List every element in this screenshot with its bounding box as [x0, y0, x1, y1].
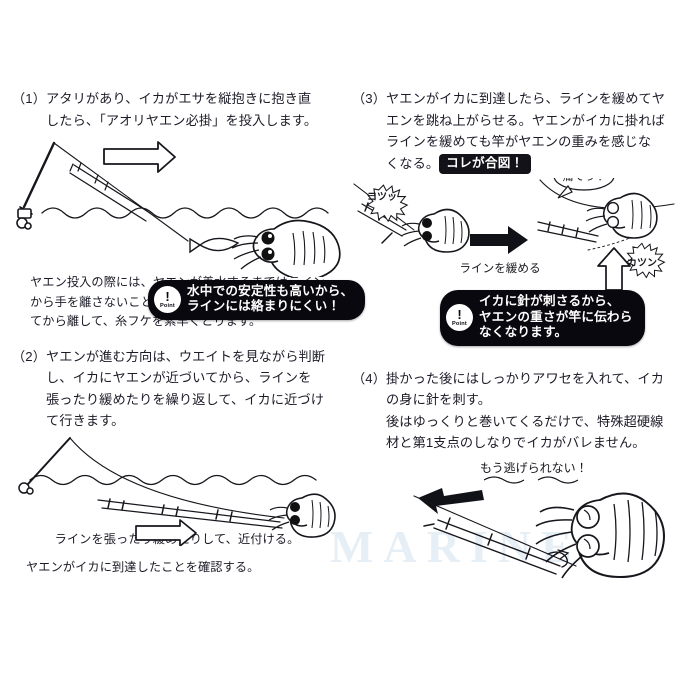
- point-callout-step-3: ! Point イカに針が刺さるから、 ヤエンの重さが竿に伝わら なくなります。: [440, 290, 645, 346]
- step-3-line-2: エンを跳ね上がらせる。ヤエンがイカに掛れば: [386, 112, 665, 128]
- point-badge-icon-2: ! Point: [446, 303, 473, 331]
- step-2-line-2: し、イカにヤエンが近づいてから、ラインを: [46, 370, 312, 385]
- arrow-hollow-up: [597, 247, 631, 291]
- section-step-2: （2） ヤエンが進む方向は、ウエイトを見ながら判断 し、イカにヤエンが近づいてか…: [12, 279, 366, 578]
- step-4-text: 掛かった後にはしっかりアワセを入れて、イカ の身に針を刺す。 後はゆっくりと巻い…: [386, 368, 682, 454]
- point-badge-icon: ! Point: [154, 285, 181, 313]
- step-3-line-1: ヤエンがイカに到達したら、ラインを緩めてヤ: [386, 91, 666, 106]
- point-badge-word: Point: [160, 302, 175, 309]
- step-2-line-4: て行きます。: [46, 413, 125, 428]
- left-column: （1） アタリがあり、イカがエサを縦抱きに抱き直 したら、「アオリヤエン必掛」を…: [12, 88, 366, 578]
- burst-katsun: カツン: [625, 242, 666, 279]
- right-column: （3） ヤエンがイカに到達したら、ラインを緩めてヤ エンを跳ね上がらせる。ヤエン…: [352, 88, 682, 592]
- arrow-solid-left: [418, 487, 484, 514]
- svg-text:もう逃げられない！: もう逃げられない！: [480, 462, 588, 475]
- step-1-number: （1）: [12, 91, 47, 106]
- step-1-text: アタリがあり、イカがエサを縦抱きに抱き直 したら、「アオリヤエン必掛」を投入しま…: [46, 88, 342, 131]
- squid-right: [585, 192, 658, 239]
- point-badge-word-2: Point: [452, 320, 467, 327]
- step-4-number: （4）: [352, 370, 387, 386]
- speech-bubble-itate: 痛てっ！: [553, 161, 615, 199]
- squid-figure: [231, 219, 341, 281]
- burst-kotsu: コツッ: [366, 184, 409, 223]
- step-2-number: （2）: [12, 348, 47, 364]
- point-callout-step-3-text: イカに針が刺さるから、 ヤエンの重さが竿に伝わら なくなります。: [479, 294, 633, 341]
- step-4-line-1: 掛かった後にはしっかりアワセを入れて、イカ: [386, 370, 664, 386]
- step-3-line-3: ラインを緩めても竿がヤエンの重みを感じな: [386, 134, 652, 149]
- step-2-paragraph: （2） ヤエンが進む方向は、ウエイトを見ながら判断 し、イカにヤエンが近づいてか…: [12, 346, 342, 432]
- illustration-step-3-svg: コツッ: [353, 161, 675, 291]
- squid-left: [400, 208, 470, 253]
- illustration-step-1: [12, 137, 342, 281]
- point-callout-step-3-line-1: イカに針が刺さるから、: [479, 294, 620, 308]
- step-4-line-3: 後はゆっくりと巻いてくるだけで、特殊超硬線: [386, 413, 664, 429]
- arrow-solid-right: [470, 226, 528, 254]
- illustration-step-4: もう逃げられない！: [352, 461, 682, 592]
- step-4-line-2: の身に針を刺す。: [386, 392, 491, 407]
- step-3-line-4: くなる。: [386, 155, 440, 171]
- illustration-step-3: コツッ: [352, 161, 682, 296]
- point-callout-step-2-line-2: ラインには絡まりにくい！: [187, 299, 341, 313]
- step-2-caption-2: ヤエンがイカに到達したことを確認する。: [26, 560, 260, 574]
- squid-figure-small: [268, 492, 336, 538]
- point-callout-step-2-text: 水中での安定性も高いから、 ラインには絡まりにくい！: [187, 284, 353, 315]
- section-step-3: （3） ヤエンがイカに到達したら、ラインを緩めてヤ エンを跳ね上がらせる。ヤエン…: [352, 88, 682, 352]
- step-4-paragraph: （4） 掛かった後にはしっかりアワセを入れて、イカ の身に針を刺す。 後はゆっく…: [352, 368, 682, 454]
- step-1-paragraph: （1） アタリがあり、イカがエサを縦抱きに抱き直 したら、「アオリヤエン必掛」を…: [12, 88, 342, 131]
- svg-text:痛てっ！: 痛てっ！: [562, 178, 605, 183]
- illustration-step-1-svg: [16, 141, 341, 281]
- step-2-line-3: 張ったり緩めたりを繰り返して、イカに近づけ: [46, 391, 324, 407]
- step-1-line-2: したら、「アオリヤエン必掛」を投入します。: [46, 112, 318, 128]
- point-badge-exclaim: !: [165, 288, 170, 304]
- step-2-text: ヤエンが進む方向は、ウエイトを見ながら判断 し、イカにヤエンが近づいてから、ライ…: [46, 346, 342, 432]
- step-3-paragraph: （3） ヤエンがイカに到達したら、ラインを緩めてヤ エンを跳ね上がらせる。ヤエン…: [352, 88, 682, 174]
- step-2-line-1: ヤエンが進む方向は、ウエイトを見ながら判断: [46, 348, 326, 364]
- step-1-line-1: アタリがあり、イカがエサを縦抱きに抱き直: [46, 91, 312, 106]
- point-callout-step-2-line-1: 水中での安定性も高いから、: [187, 283, 354, 298]
- illustration-step-2-svg: [18, 436, 336, 547]
- speech-mou-nigerarenai: もう逃げられない！: [480, 461, 588, 484]
- step-3-number: （3）: [352, 91, 387, 106]
- point-callout-step-3-line-2: ヤエンの重さが竿に伝わら: [479, 309, 633, 324]
- step-4-line-4: 材と第1支点のしなりでイカがバレません。: [386, 435, 646, 450]
- squid-figure-large: [535, 492, 665, 578]
- step-3-signal-badge: コレが合図！: [439, 153, 531, 174]
- arrow-hollow-down-right: [103, 141, 176, 173]
- point-callout-step-3-line-3: なくなります。: [479, 325, 568, 339]
- arrow-hollow-right: [135, 518, 197, 547]
- step-3-mid-label: ラインを緩める: [459, 262, 540, 275]
- point-badge-exclaim-2: !: [457, 306, 462, 322]
- illustration-step-4-svg: もう逃げられない！: [413, 461, 665, 578]
- illustration-step-2: [12, 436, 342, 547]
- point-callout-step-2: ! Point 水中での安定性も高いから、 ラインには絡まりにくい！: [148, 279, 366, 320]
- svg-text:カツン: カツン: [627, 257, 657, 269]
- svg-text:コツッ: コツッ: [367, 191, 397, 203]
- section-step-4: （4） 掛かった後にはしっかりアワセを入れて、イカ の身に針を刺す。 後はゆっく…: [352, 368, 682, 592]
- step-3-text: ヤエンがイカに到達したら、ラインを緩めてヤ エンを跳ね上がらせる。ヤエンがイカに…: [386, 88, 682, 174]
